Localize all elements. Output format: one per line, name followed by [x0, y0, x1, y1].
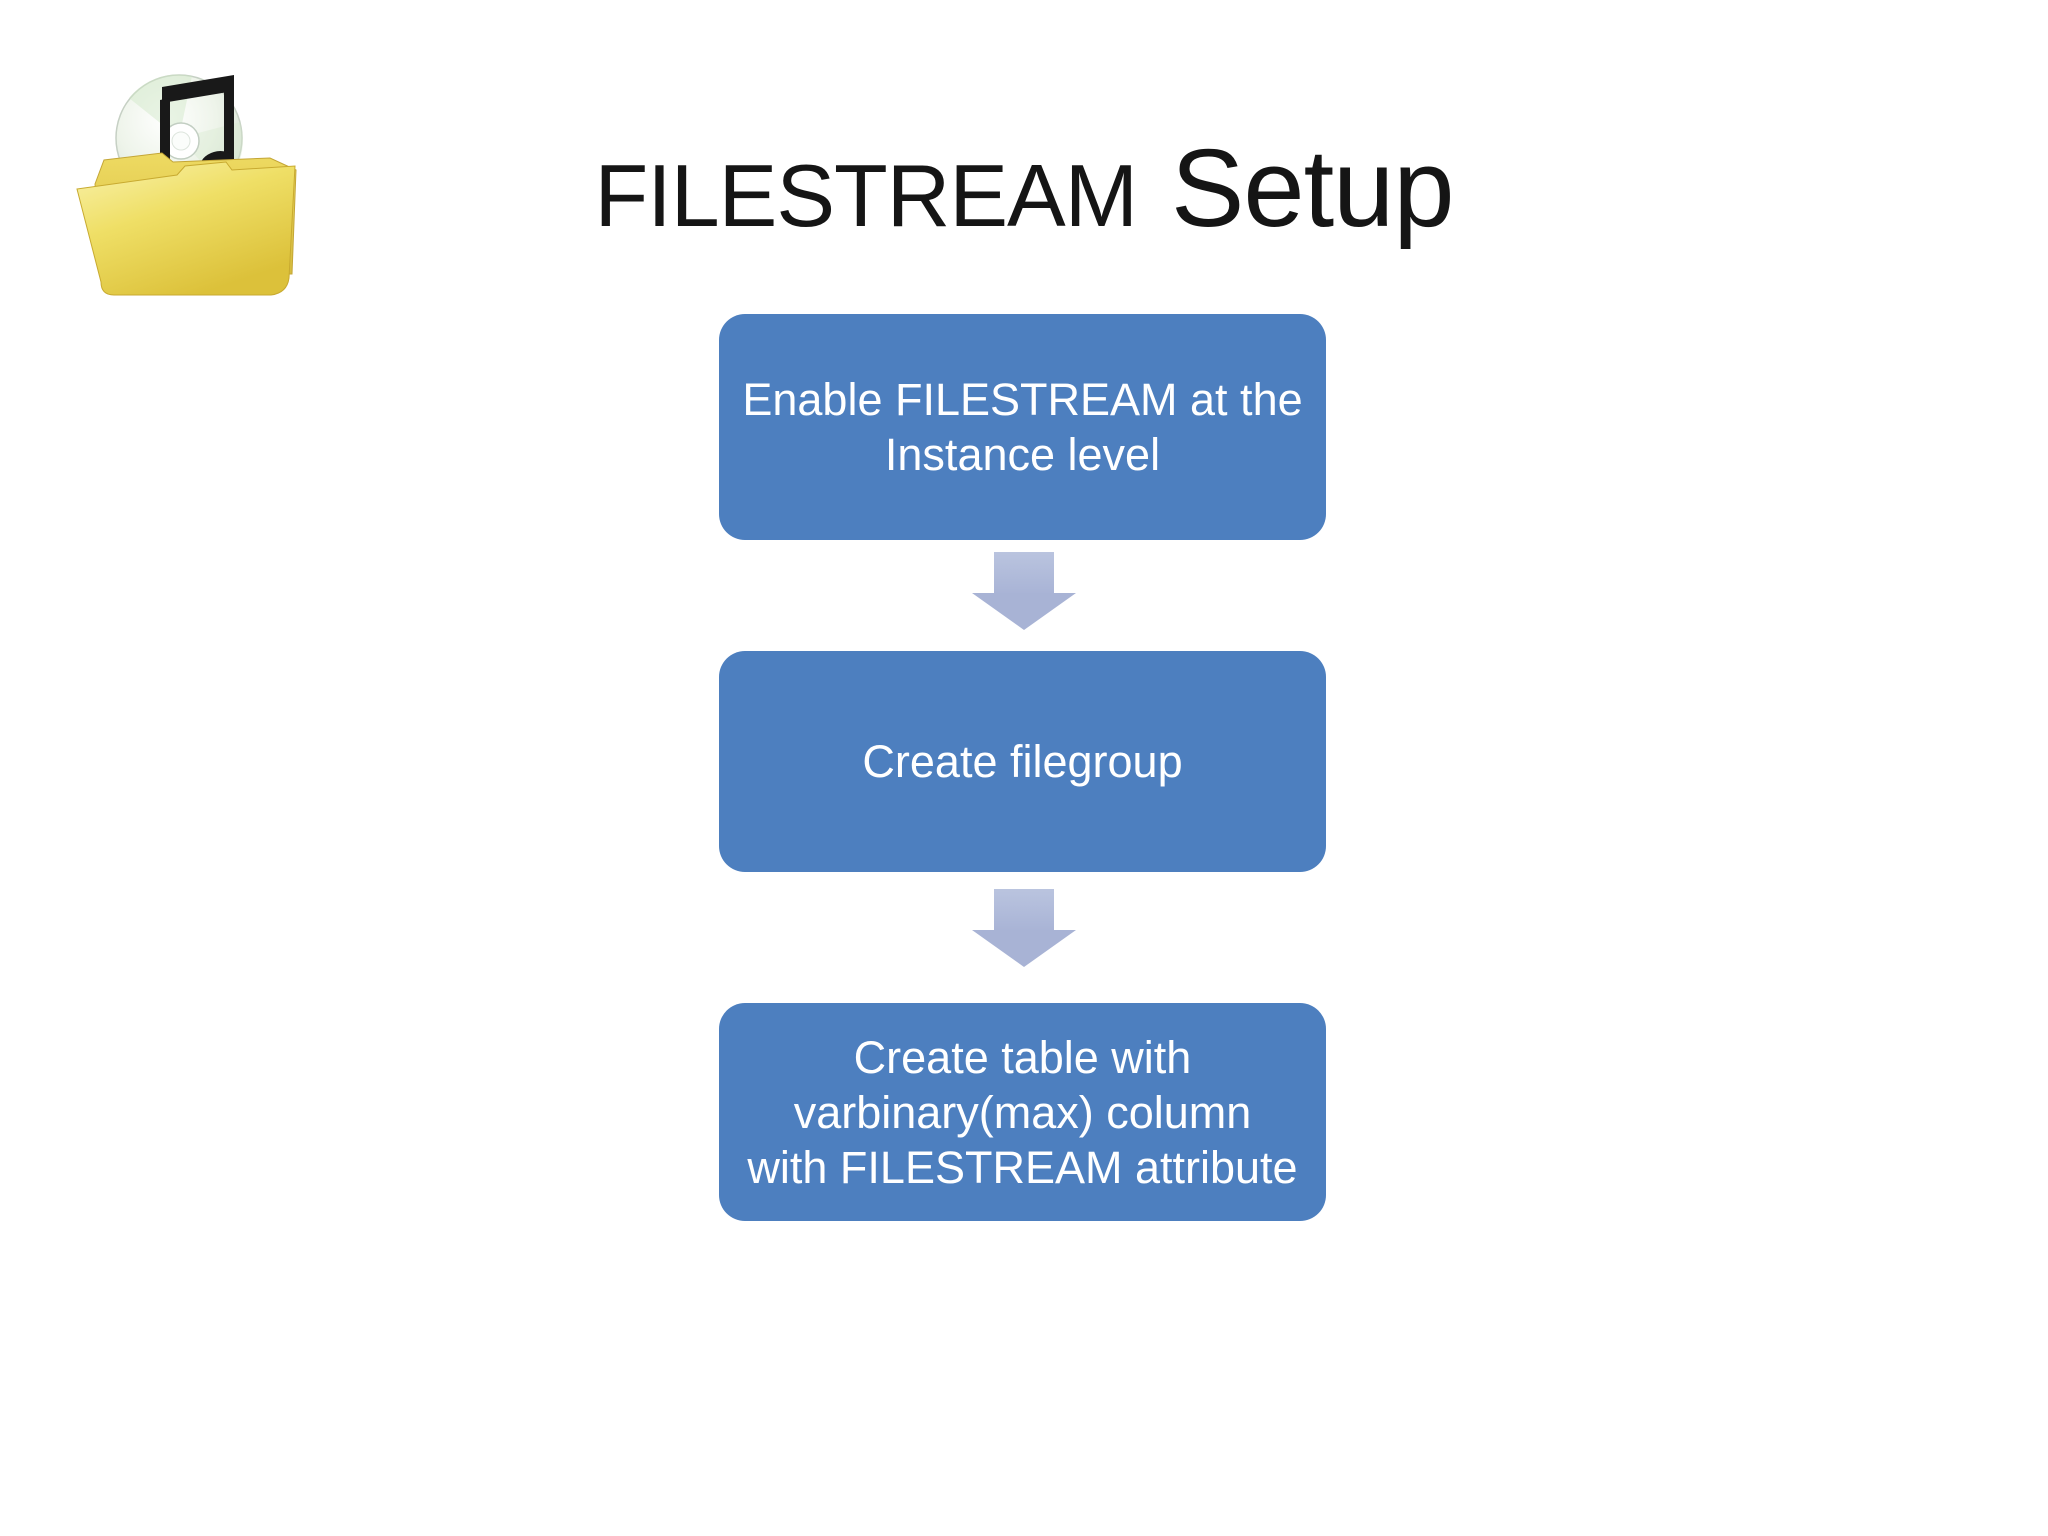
- down-arrow-icon: [972, 889, 1076, 967]
- flow-step-line: Create filegroup: [862, 736, 1183, 787]
- music-folder-svg: [76, 74, 297, 296]
- folder-icon: [76, 152, 297, 296]
- folder-front: [76, 161, 296, 296]
- flow-step-create-table: Create table with varbinary(max) column …: [719, 1003, 1326, 1221]
- arrow-shaft: [994, 889, 1054, 930]
- flow-step-line: with FILESTREAM attribute: [747, 1141, 1298, 1193]
- title-part-setup: Setup: [1171, 127, 1454, 250]
- arrow-head: [972, 593, 1076, 630]
- arrow-head: [972, 930, 1076, 967]
- flow-step-line: Enable FILESTREAM at the: [742, 374, 1303, 425]
- title-part-filestream: FILESTREAM: [594, 146, 1138, 245]
- flow-step-line: Instance level: [884, 429, 1161, 480]
- flow-step-line: Create table with: [853, 1031, 1192, 1083]
- flow-step-create-filegroup: Create filegroup: [719, 651, 1326, 872]
- down-arrow-icon: [972, 552, 1076, 630]
- music-folder-icon: [74, 74, 310, 310]
- flow-step-line: varbinary(max) column: [793, 1086, 1252, 1138]
- flow-step-enable-filestream: Enable FILESTREAM at the Instance level: [719, 314, 1326, 540]
- arrow-shaft: [994, 552, 1054, 593]
